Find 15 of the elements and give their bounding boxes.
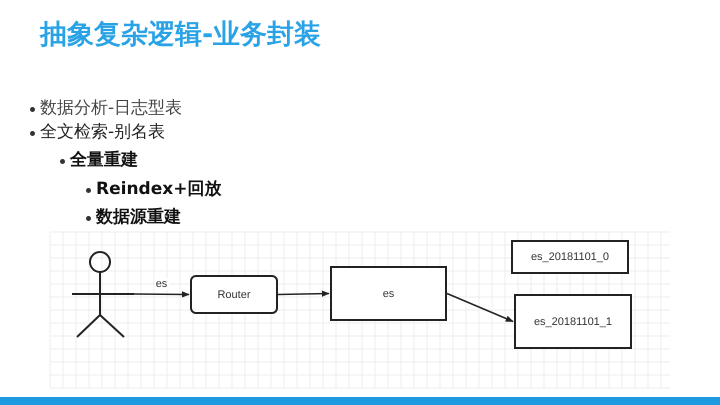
bullet-text: 全量重建 [70, 149, 138, 171]
bullet-text: Reindex+回放 [96, 178, 222, 200]
process-box: es_20181101_1 [514, 294, 632, 349]
slide-title: 抽象复杂逻辑-业务封装 [40, 18, 322, 52]
arrow [134, 291, 190, 298]
bullet-text: 全文检索-别名表 [40, 121, 166, 143]
arrow [278, 290, 330, 297]
process-box: es_20181101_0 [511, 240, 629, 274]
arrow [446, 292, 514, 322]
person-icon [72, 250, 134, 338]
edge-label: es [154, 278, 170, 290]
bullet-text: 数据源重建 [96, 206, 181, 228]
bullet-text: 数据分析-日志型表 [40, 97, 182, 119]
process-box: es [330, 266, 447, 321]
process-box: Router [190, 275, 278, 314]
